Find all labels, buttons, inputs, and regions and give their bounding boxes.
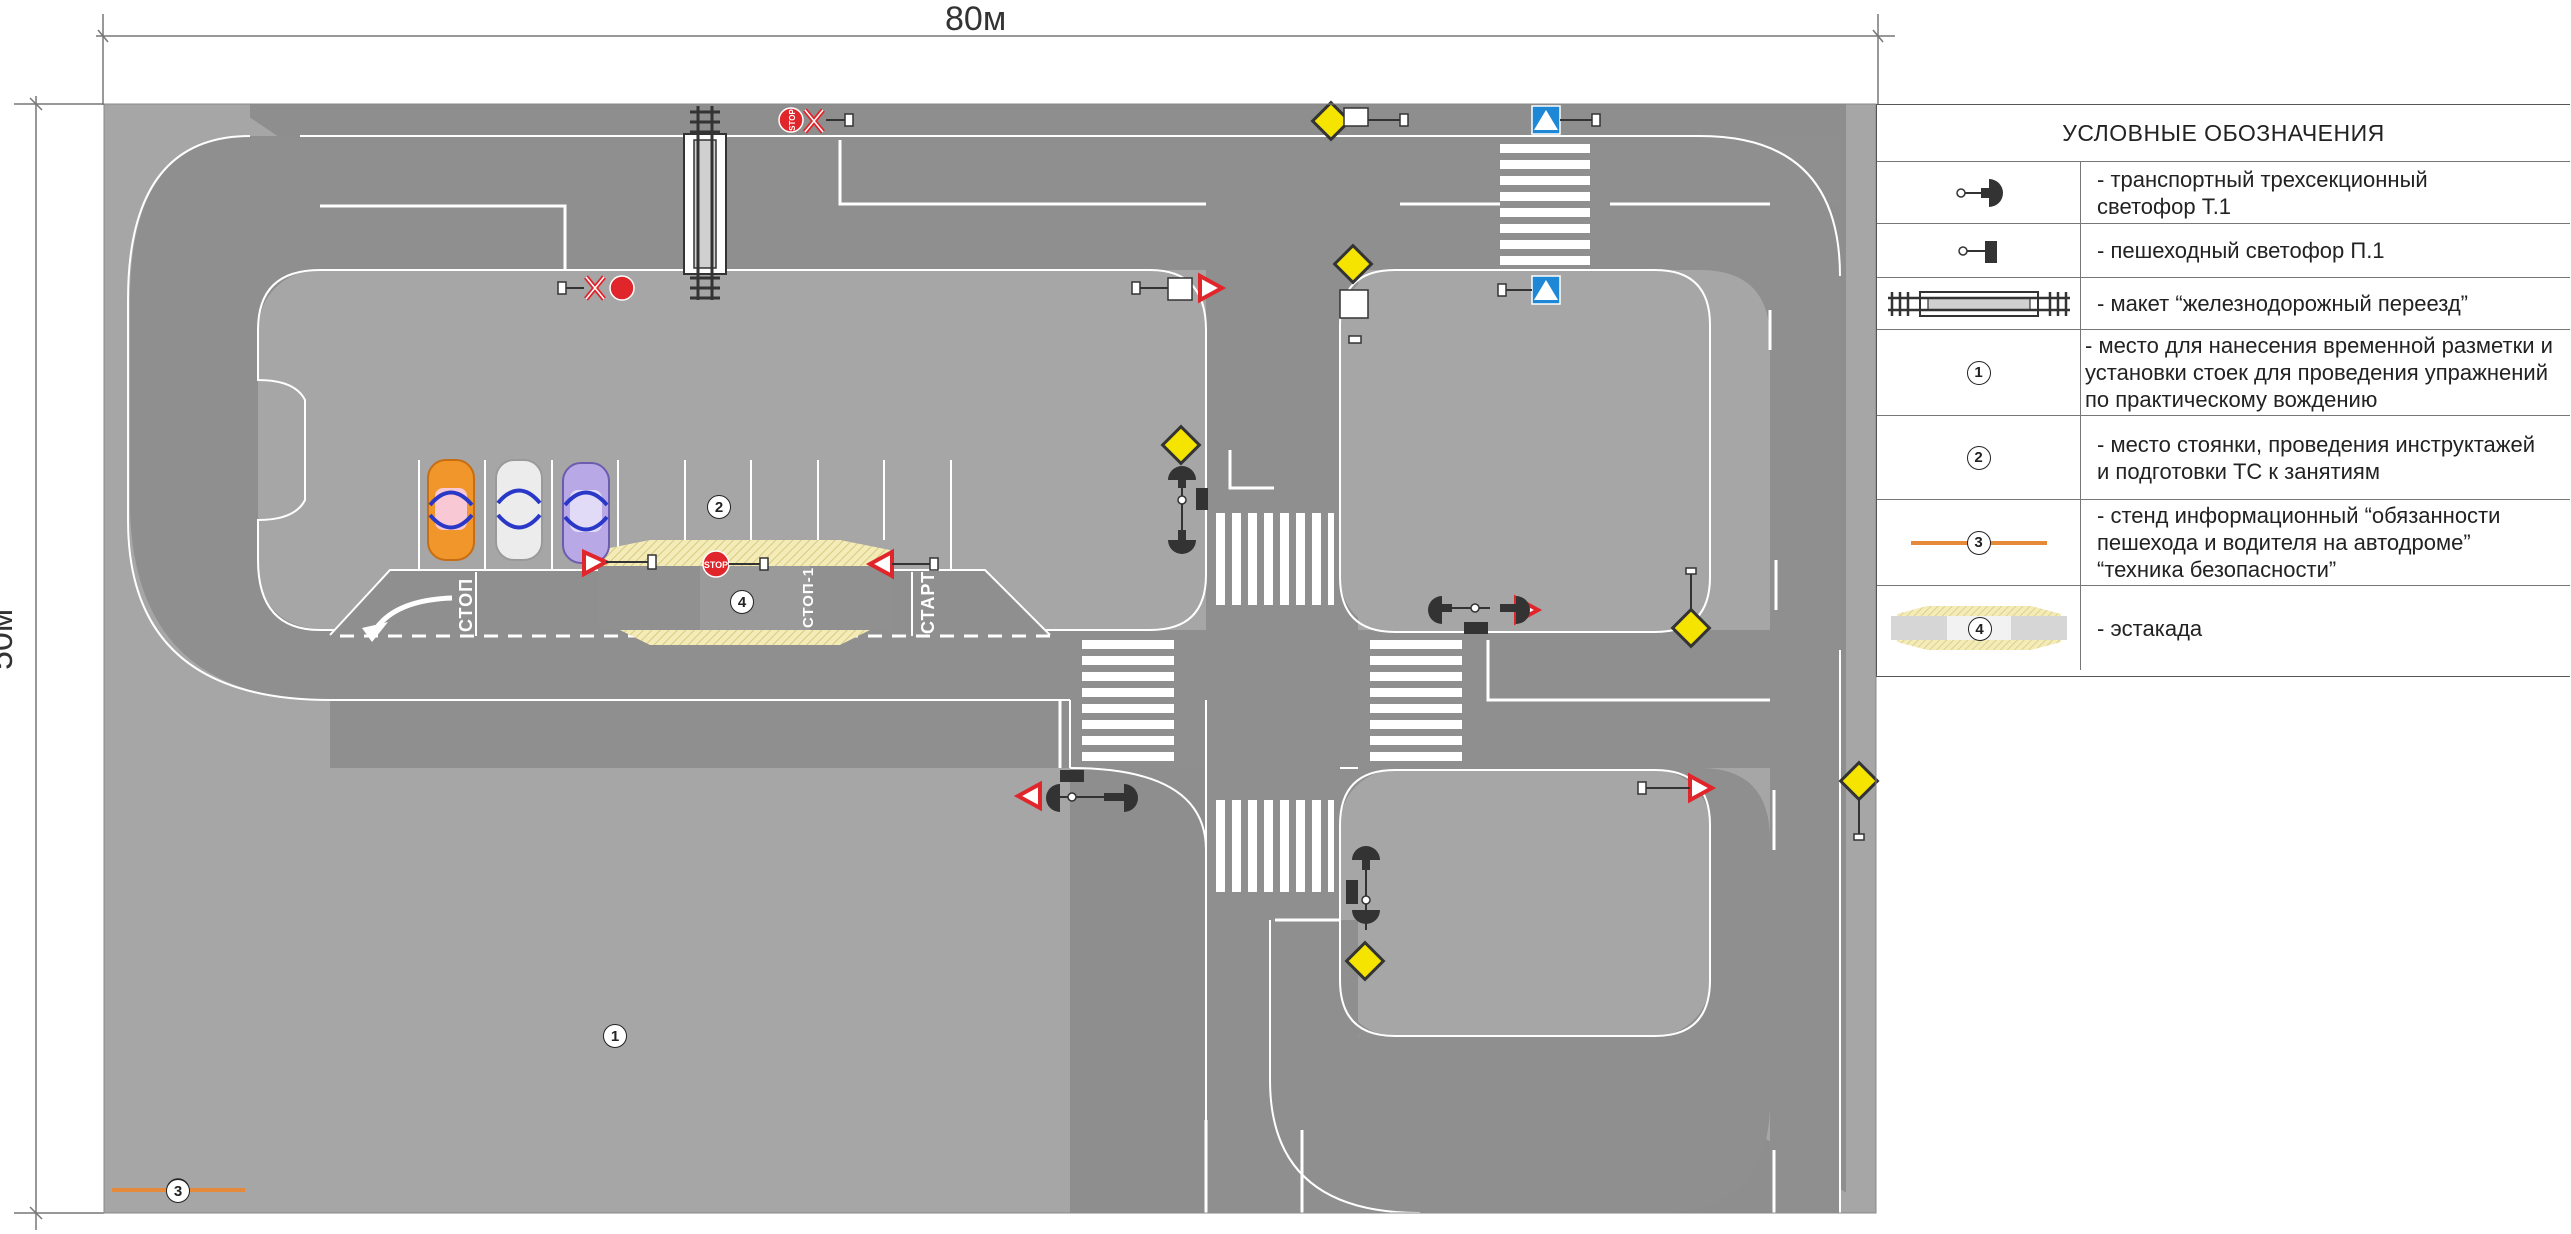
legend-row-info-stand: 3 - стенд информационный “обязанности пе… <box>1877 500 2570 586</box>
pedestrian-crossing-sign <box>1531 105 1601 135</box>
legend-title: УСЛОВНЫЕ ОБОЗНАЧЕНИЯ <box>1877 105 2570 162</box>
legend-text: - эстакада <box>2097 615 2203 641</box>
stand-marker: 3 <box>166 1179 190 1203</box>
signs: STOP STOP <box>557 100 1880 982</box>
legend-table: УСЛОВНЫЕ ОБОЗНАЧЕНИЯ - транспортный трех… <box>1876 104 2570 677</box>
parked-cars <box>427 459 610 564</box>
give-way-sign <box>1198 272 1227 304</box>
car-orange <box>427 459 475 561</box>
legend-text: - пешеходный светофор П.1 <box>2097 238 2385 263</box>
lane-dividers <box>320 140 1778 1213</box>
info-stand-icon: 3 <box>1910 530 2047 555</box>
railway-crossing-icon <box>1887 290 2070 317</box>
road-edge-lines <box>127 135 1841 1214</box>
legend-text: - стенд информационный “обязанности пеше… <box>2097 503 2501 582</box>
priority-road-sign-6 <box>1344 940 1386 982</box>
legend-row-overpass: 4 - эстакада <box>1877 586 2570 670</box>
car-white <box>495 459 543 561</box>
priority-road-sign-3 <box>1160 424 1202 466</box>
zone-1-marker: 1 <box>603 1024 627 1048</box>
pedestrian-crossing-sign-2 <box>1497 275 1561 305</box>
pedestrian-light-icon <box>1957 240 1997 263</box>
give-way-sign-3 <box>1013 780 1042 812</box>
width-dimension-label: 80м <box>945 0 1007 38</box>
give-way-sign-6 <box>582 548 611 578</box>
legend-row-pedestrian-light: - пешеходный светофор П.1 <box>1877 224 2570 278</box>
priority-road-sign <box>1310 100 1409 142</box>
stop-sign-left <box>557 275 635 301</box>
legend-row-zone-1: 1 - место для нанесения временной размет… <box>1877 330 2570 416</box>
traffic-light-group-1 <box>1168 466 1208 554</box>
traffic-light-group-3 <box>1046 770 1138 812</box>
traffic-light-group-2 <box>1428 596 1530 634</box>
zone-1-badge: 1 <box>1966 360 1991 385</box>
stop-sign-top: STOP <box>778 107 854 134</box>
legend-row-zone-2: 2 - место стоянки, проведения инструктаж… <box>1877 416 2570 500</box>
priority-road-sign-2 <box>1332 243 1374 344</box>
traffic-light-icon <box>1955 178 2003 207</box>
dimension-lines <box>14 14 1895 1230</box>
svg-text:STOP: STOP <box>704 560 728 570</box>
start-marking: СТАРТ <box>918 570 938 634</box>
pedestrian-crossings <box>1082 142 1590 892</box>
legend-row-traffic-light: - транспортный трехсекционный светофор Т… <box>1877 162 2570 224</box>
legend-text: - транспортный трехсекционный светофор Т… <box>2097 166 2428 219</box>
traffic-light-group-4 <box>1346 846 1380 930</box>
stop-marking: СТОП <box>456 577 476 632</box>
zone-2-marker: 2 <box>707 495 731 519</box>
overpass-marker: 4 <box>730 590 754 614</box>
priority-road-sign-5 <box>1838 760 1880 841</box>
legend-row-railway: - макет “железнодорожный переезд” <box>1877 278 2570 330</box>
stop1-marking: СТОП-1 <box>800 566 817 628</box>
stop-sign-overpass: STOP <box>702 550 769 578</box>
traffic-lights <box>1046 466 1530 930</box>
priority-road-sign-4 <box>1670 567 1712 649</box>
car-violet <box>562 462 610 564</box>
legend-text: - место для нанесения временной разметки… <box>2085 333 2553 412</box>
railway-crossing-model <box>683 106 727 300</box>
zone-2-badge: 2 <box>1966 445 1991 470</box>
overpass-icon: 4 <box>1887 600 2071 656</box>
legend-text: - макет “железнодорожный переезд” <box>2097 291 2469 316</box>
svg-text:STOP: STOP <box>788 109 797 131</box>
legend-text: - место стоянки, проведения инструктажей… <box>2097 431 2536 484</box>
asphalt-edges <box>104 104 1840 1213</box>
